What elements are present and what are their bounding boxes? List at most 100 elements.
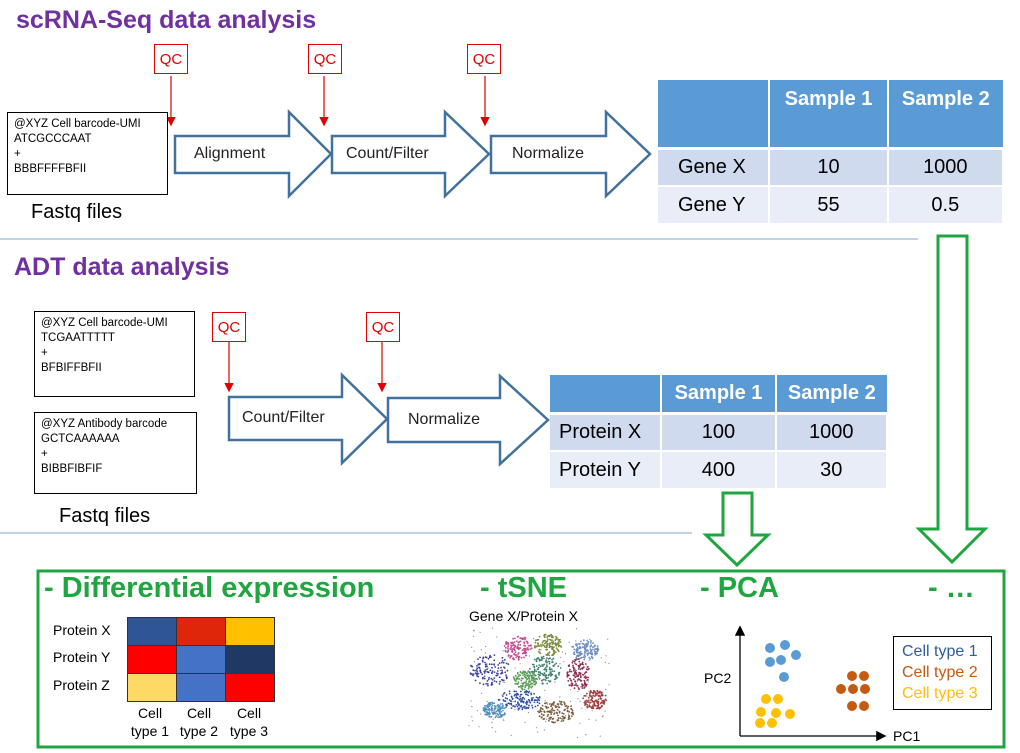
- tsne-point: [512, 657, 514, 660]
- tsne-point: [527, 670, 529, 672]
- tsne-point: [532, 681, 535, 684]
- tsne-point: [527, 648, 530, 651]
- tsne-point: [478, 667, 481, 669]
- tsne-point: [548, 668, 551, 671]
- tsne-point: [484, 665, 487, 668]
- tsne-point: [514, 651, 517, 654]
- tsne-point: [575, 662, 577, 665]
- tsne-point: [579, 700, 581, 703]
- tsne-point: [537, 698, 540, 701]
- tsne-point: [487, 684, 489, 687]
- tsne-point: [522, 652, 525, 654]
- tsne-point: [505, 662, 508, 665]
- heatmap-cell: [176, 617, 226, 646]
- tsne-point: [537, 657, 540, 659]
- tsne-point: [589, 645, 592, 648]
- tsne-point: [488, 711, 491, 714]
- fastq-line: @XYZ Cell barcode-UMI: [41, 317, 168, 329]
- tsne-point: [542, 714, 545, 716]
- tsne-point: [545, 664, 548, 666]
- tsne-point: [559, 641, 562, 643]
- tsne-point: [479, 656, 481, 659]
- tsne-point: [517, 693, 520, 696]
- tsne-point: [544, 700, 546, 702]
- analysis-box: [36, 569, 1006, 749]
- tsne-point: [593, 644, 596, 647]
- tsne-point: [498, 712, 501, 714]
- tsne-point: [545, 677, 548, 680]
- tsne-point: [510, 703, 513, 706]
- tsne-point: [576, 684, 578, 687]
- heatmap-cell: [225, 645, 275, 674]
- tsne-point: [486, 670, 489, 673]
- tsne-point: [557, 719, 560, 721]
- tsne-point: [489, 712, 491, 715]
- tsne-point: [549, 675, 552, 677]
- adt-fastq-record-1: @XYZ Cell barcode-UMI TCGAATTTTT + BFBIF…: [34, 311, 195, 397]
- tsne-point: [545, 721, 547, 723]
- tsne-point: [582, 684, 584, 687]
- tsne-point: [491, 678, 494, 681]
- table-cell: 55: [769, 186, 889, 225]
- tsne-point: [572, 666, 575, 669]
- tsne-point: [546, 635, 548, 637]
- tsne-point: [552, 664, 555, 667]
- tsne-point: [502, 719, 504, 721]
- tsne-point: [547, 676, 549, 679]
- tsne-point: [505, 674, 507, 676]
- tsne-point: [515, 704, 518, 706]
- tsne-point: [553, 663, 556, 666]
- tsne-point: [569, 677, 571, 680]
- tsne-point: [498, 704, 501, 707]
- tsne-point: [488, 702, 491, 704]
- tsne-point: [485, 705, 487, 707]
- tsne-point: [588, 659, 590, 661]
- tsne-point: [544, 642, 546, 645]
- tsne-point: [484, 652, 486, 654]
- tsne-point: [486, 700, 488, 703]
- tsne-point: [531, 671, 534, 674]
- tsne-point: [570, 700, 572, 703]
- tsne-point: [604, 694, 607, 697]
- tsne-point: [598, 706, 601, 709]
- tsne-point: [503, 712, 506, 714]
- tsne-point: [512, 647, 515, 650]
- tsne-point: [494, 716, 497, 719]
- tsne-point: [594, 699, 597, 702]
- tsne-point: [551, 661, 553, 664]
- tsne-point: [520, 677, 523, 680]
- tsne-point: [505, 677, 508, 680]
- tsne-point: [523, 698, 526, 700]
- tsne-point: [502, 650, 504, 652]
- tsne-point: [572, 670, 575, 672]
- tsne-point: [510, 696, 513, 699]
- tsne-point: [543, 639, 545, 642]
- tsne-point: [587, 665, 589, 668]
- tsne-point: [528, 677, 531, 680]
- qc-box: QC: [366, 312, 400, 342]
- tsne-point: [537, 642, 539, 645]
- tsne-point: [562, 713, 565, 715]
- tsne-point: [540, 659, 543, 662]
- tsne-point: [579, 676, 582, 679]
- tsne-point: [541, 708, 544, 711]
- tsne-point: [496, 636, 498, 638]
- tsne-point: [524, 686, 527, 689]
- tsne-point: [583, 666, 585, 668]
- tsne-point: [472, 635, 475, 638]
- tsne-point: [506, 704, 508, 707]
- tsne-point: [521, 688, 524, 691]
- tsne-point: [481, 659, 484, 662]
- tsne-point: [484, 661, 486, 664]
- pca-legend: Cell type 1 Cell type 2 Cell type 3: [893, 636, 992, 710]
- tsne-point: [499, 709, 501, 712]
- tsne-point: [470, 700, 472, 702]
- tsne-point: [585, 643, 587, 646]
- tsne-point: [517, 649, 520, 651]
- heatmap-cell: [225, 617, 275, 646]
- tsne-point: [537, 731, 539, 733]
- heatmap-col-line: type 1: [130, 723, 170, 739]
- tsne-point: [570, 708, 573, 711]
- tsne-point: [558, 644, 561, 647]
- tsne-point: [487, 678, 490, 681]
